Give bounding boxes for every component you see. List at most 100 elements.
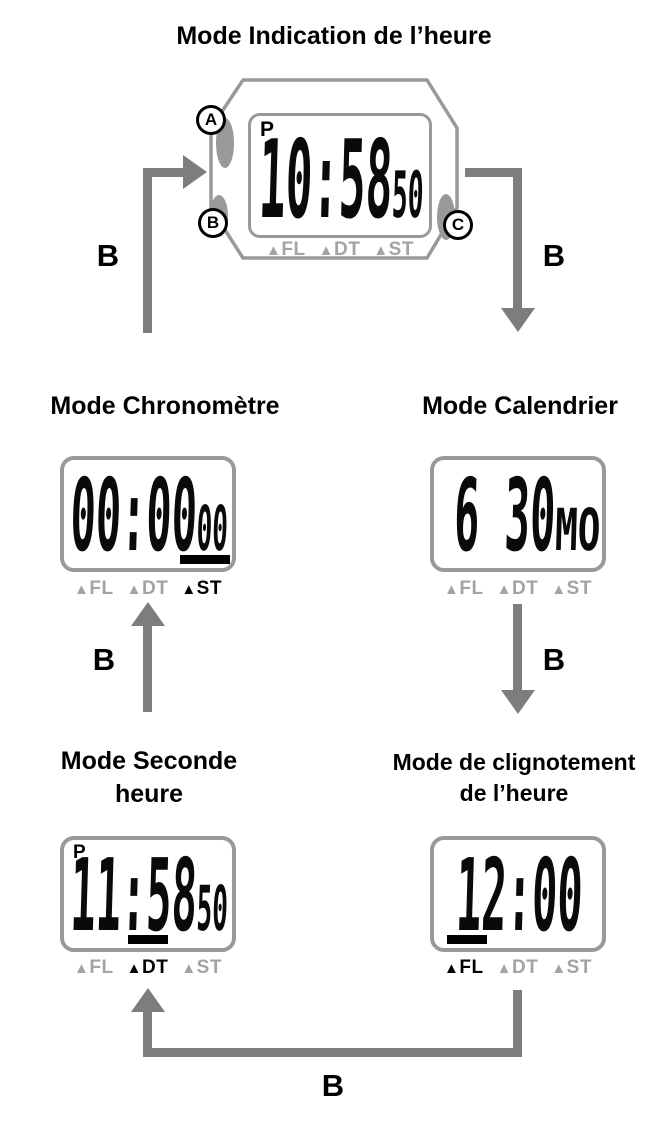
indicator-fl: ▲FL [444, 578, 484, 600]
time-mode-indicator-row: ▲FL ▲DT ▲ST [248, 239, 432, 261]
arrow-mid-left-vertical [143, 622, 152, 712]
indicator-label: ST [196, 578, 222, 599]
arrow-bottom-horizontal [143, 1048, 522, 1057]
indicator-st: ▲ST [373, 239, 414, 261]
indicator-st: ▲ST [181, 957, 222, 979]
button-a-callout: A [196, 105, 226, 135]
indicator-st: ▲ST [551, 578, 592, 600]
lcd-chrono-hundredths: 00 [195, 492, 230, 565]
arrow-down-head-icon [501, 690, 535, 714]
indicator-dt: ▲DT [127, 578, 169, 600]
calendar-indicator-row: ▲FL ▲DT ▲ST [430, 578, 606, 600]
indicator-label: FL [459, 957, 484, 978]
flash-title-line1: Mode de clignotement [392, 749, 636, 775]
indicator-label: FL [89, 578, 114, 599]
indicator-fl: ▲FL [444, 957, 484, 979]
triangle-icon: ▲ [126, 581, 142, 598]
indicator-label: DT [333, 239, 361, 260]
arrow-top-right-vertical [513, 168, 522, 314]
indicator-st: ▲ST [181, 578, 222, 600]
indicator-label: DT [511, 957, 539, 978]
triangle-icon: ▲ [496, 960, 512, 977]
arrow-label-b-top-right: B [542, 238, 566, 273]
arrow-top-left-horizontal [143, 168, 187, 177]
triangle-icon: ▲ [74, 581, 90, 598]
indicator-label: ST [566, 957, 592, 978]
pm-indicator: P [73, 842, 86, 863]
indicator-dt: ▲DT [319, 239, 361, 261]
lcd-date: 6 30 [452, 457, 558, 574]
pm-indicator: P [260, 118, 275, 141]
indicator-fl: ▲FL [266, 239, 306, 261]
mode-marker-bar [180, 555, 230, 564]
chrono-mode-title: Mode Chronomètre [50, 392, 280, 420]
triangle-icon: ▲ [74, 960, 90, 977]
indicator-label: FL [89, 957, 114, 978]
arrow-label-b-mid-left: B [92, 642, 116, 677]
mode-marker-bar [128, 935, 168, 944]
triangle-icon: ▲ [181, 581, 197, 598]
indicator-label: FL [459, 578, 484, 599]
arrow-top-left-vertical [143, 168, 152, 333]
button-b-callout: B [198, 208, 228, 238]
indicator-label: DT [141, 957, 169, 978]
arrow-mid-right-vertical [513, 604, 522, 694]
lcd-digits: 12:00 [454, 837, 585, 954]
lcd-chrono-main: 00:00 [68, 457, 199, 574]
chrono-indicator-row: ▲FL ▲DT ▲ST [60, 578, 236, 600]
indicator-st: ▲ST [551, 957, 592, 979]
indicator-fl: ▲FL [74, 578, 114, 600]
triangle-icon: ▲ [373, 242, 389, 259]
mode-marker-bar [447, 935, 487, 944]
triangle-icon: ▲ [318, 242, 334, 259]
second-time-indicator-row: ▲FL ▲DT ▲ST [60, 957, 236, 979]
diagram-title: Mode Indication de l’heure [176, 22, 492, 50]
lcd-time-main: 10:58 [257, 118, 395, 243]
indicator-dt: ▲DT [127, 957, 169, 979]
second-time-title-line2: heure [114, 780, 184, 808]
triangle-icon: ▲ [496, 581, 512, 598]
flash-mode-display: 12:00 [430, 836, 606, 954]
triangle-icon: ▲ [126, 960, 142, 977]
arrow-down-head-icon [501, 308, 535, 332]
indicator-dt: ▲DT [497, 578, 539, 600]
indicator-fl: ▲FL [74, 957, 114, 979]
indicator-label: DT [141, 578, 169, 599]
indicator-dt: ▲DT [497, 957, 539, 979]
lcd-second-time-main: 11:58 [68, 837, 199, 954]
triangle-icon: ▲ [551, 960, 567, 977]
arrow-bottom-left-vertical [143, 1010, 152, 1057]
triangle-icon: ▲ [444, 581, 460, 598]
arrow-bottom-right-vertical [513, 990, 522, 1057]
second-time-title-line1: Mode Seconde [60, 747, 238, 775]
flash-mode-title: Mode de clignotement de l’heure [364, 747, 664, 809]
arrow-up-head-icon [131, 988, 165, 1012]
arrow-label-b-bottom: B [321, 1068, 345, 1103]
triangle-icon: ▲ [551, 581, 567, 598]
flash-indicator-row: ▲FL ▲DT ▲ST [430, 957, 606, 979]
lcd-time-seconds: 50 [390, 159, 425, 233]
lcd-weekday: MO [553, 496, 602, 564]
arrow-label-b-top-left: B [96, 238, 120, 273]
indicator-label: DT [511, 578, 539, 599]
indicator-label: ST [388, 239, 414, 260]
flash-title-line2: de l’heure [459, 780, 569, 806]
button-c-callout: C [443, 210, 473, 240]
indicator-label: ST [196, 957, 222, 978]
calendar-mode-title: Mode Calendrier [422, 392, 618, 420]
triangle-icon: ▲ [181, 960, 197, 977]
triangle-icon: ▲ [266, 242, 282, 259]
arrow-top-right-horizontal [465, 168, 518, 177]
lcd-flash-time: 12:00 [454, 837, 585, 954]
lcd-second-time-seconds: 50 [195, 872, 230, 945]
